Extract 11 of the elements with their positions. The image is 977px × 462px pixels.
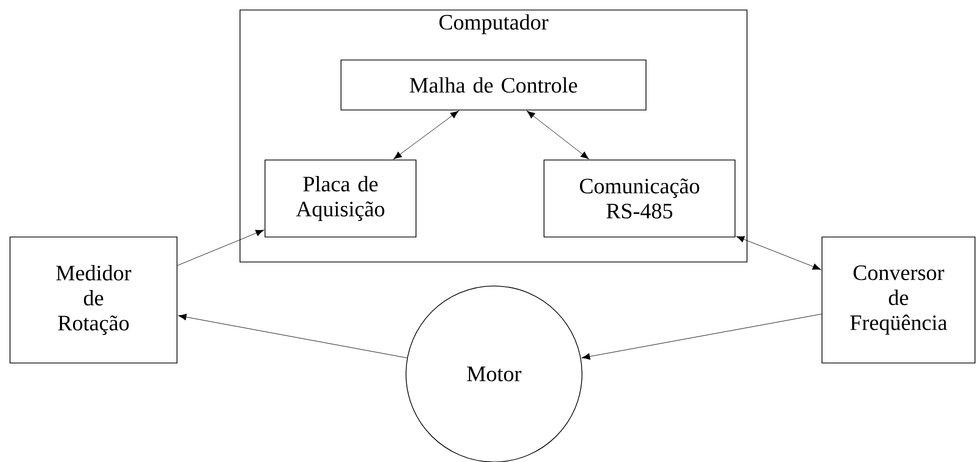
arrow [582,314,822,360]
process-box: Conversor de Freqüência [822,236,976,364]
arrow [178,314,408,358]
arrow [736,236,821,270]
arrow [526,110,589,160]
arrow [393,110,459,160]
process-box: Placa de Aquisição [264,160,416,238]
process-box: Comunicação RS-485 [544,160,736,238]
process-box: Malha de Controle [340,60,646,110]
process-box: Medidor de Rotação [10,236,178,364]
arrow [177,230,264,266]
